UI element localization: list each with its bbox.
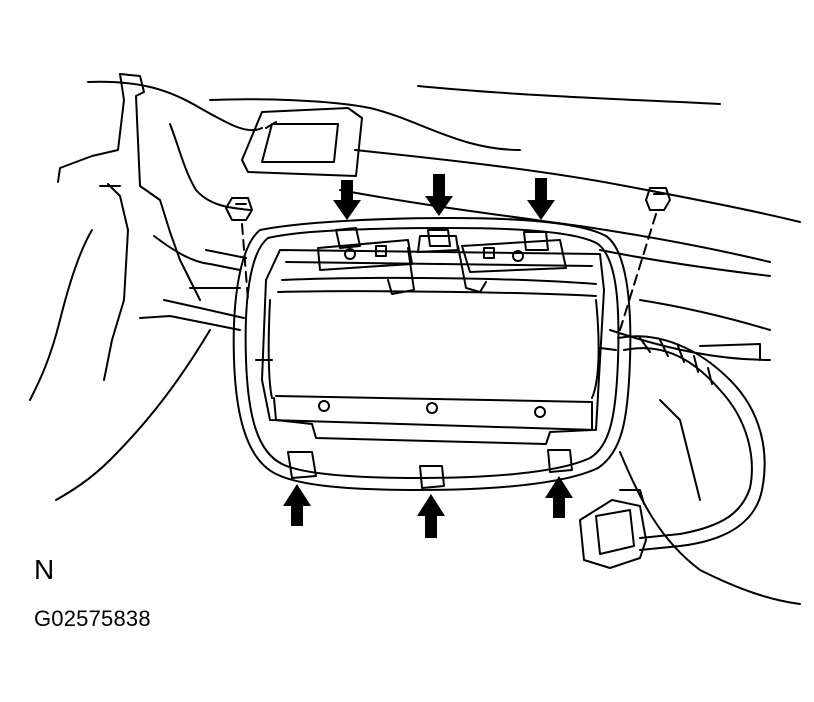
arrow-bottom-center xyxy=(417,494,445,538)
mounting-clips xyxy=(287,227,573,489)
wire-harness xyxy=(617,335,766,551)
arrow-top-right xyxy=(527,178,555,220)
harness-connector xyxy=(579,489,647,569)
view-letter-label: N xyxy=(34,554,55,585)
nut-fasteners xyxy=(225,187,671,221)
figure-code-label: G02575838 xyxy=(34,606,151,631)
arrow-bottom-left xyxy=(283,484,311,526)
arrow-top-left xyxy=(333,180,361,220)
module-rivets xyxy=(318,400,546,418)
airbag-module xyxy=(255,249,617,445)
removal-arrows xyxy=(283,174,573,538)
arrow-top-center xyxy=(425,174,453,216)
arrow-bottom-right xyxy=(545,476,573,518)
dashboard-contour-lines xyxy=(87,80,801,361)
airbag-door-frame xyxy=(232,217,632,491)
left-pillar-structure xyxy=(29,73,251,501)
lower-right-bracket xyxy=(619,399,801,605)
defroster-vent xyxy=(241,107,363,177)
upper-mounting-bracket xyxy=(317,235,567,295)
alignment-lines xyxy=(241,213,657,331)
